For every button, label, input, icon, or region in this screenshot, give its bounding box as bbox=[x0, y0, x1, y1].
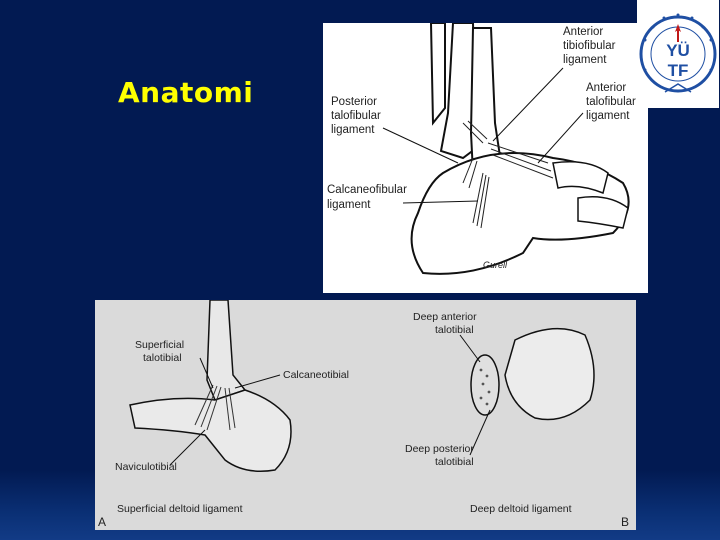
deltoid-ligament-figure: Superficial talotibial Calcaneotibial Na… bbox=[95, 300, 636, 530]
navicular-shape bbox=[552, 161, 609, 195]
calcaneotibial-label: Calcaneotibial bbox=[283, 369, 349, 381]
slide-title: Anatomi bbox=[118, 76, 254, 109]
fibula-upper-shape bbox=[429, 23, 446, 126]
caption-deep-deltoid: Deep deltoid ligament bbox=[470, 503, 572, 515]
cuboid-shape bbox=[577, 196, 629, 229]
section-stipple bbox=[479, 368, 491, 406]
logo-letters-top: YÜ bbox=[666, 41, 690, 60]
lateral-ankle-ligaments-figure: Anterior tibiofibular ligament Anterior … bbox=[323, 23, 648, 293]
talus-b-shape bbox=[504, 327, 595, 421]
deep-anterior-talotibial-label: Deep anterior talotibial bbox=[413, 311, 480, 336]
deep-posterior-talotibial-label: Deep posterior talotibial bbox=[405, 443, 477, 468]
foot-a-shape bbox=[129, 389, 292, 472]
posterior-talofibular-label: Posterior talofibular ligament bbox=[331, 96, 384, 136]
artist-signature: Gurell bbox=[483, 260, 508, 270]
anterior-tibiofibular-label: Anterior tibiofibular ligament bbox=[563, 26, 619, 66]
logo-letters-bottom: TF bbox=[668, 61, 689, 80]
university-seal-icon: YÜ TF bbox=[639, 13, 717, 93]
anterior-talofibular-label: Anterior talofibular ligament bbox=[586, 82, 639, 122]
ligament-fibres bbox=[462, 120, 554, 229]
deltoid-ligament-illustration: Superficial talotibial Calcaneotibial Na… bbox=[98, 300, 629, 529]
caption-superficial-deltoid: Superficial deltoid ligament bbox=[117, 503, 243, 515]
calcaneofibular-label: Calcaneofibular ligament bbox=[327, 184, 410, 211]
leader-lines bbox=[382, 67, 584, 204]
deep-deltoid-section bbox=[470, 354, 500, 416]
lateral-ankle-illustration: Anterior tibiofibular ligament Anterior … bbox=[327, 23, 639, 275]
superficial-talotibial-label: Superficial talotibial bbox=[135, 339, 187, 364]
superficial-deltoid-fibres bbox=[194, 384, 236, 431]
naviculotibial-label: Naviculotibial bbox=[115, 461, 177, 473]
panel-label-b: B bbox=[621, 515, 629, 529]
university-logo: YÜ TF bbox=[637, 0, 719, 108]
leader-lines-b bbox=[169, 334, 491, 466]
panel-label-a: A bbox=[98, 515, 106, 529]
